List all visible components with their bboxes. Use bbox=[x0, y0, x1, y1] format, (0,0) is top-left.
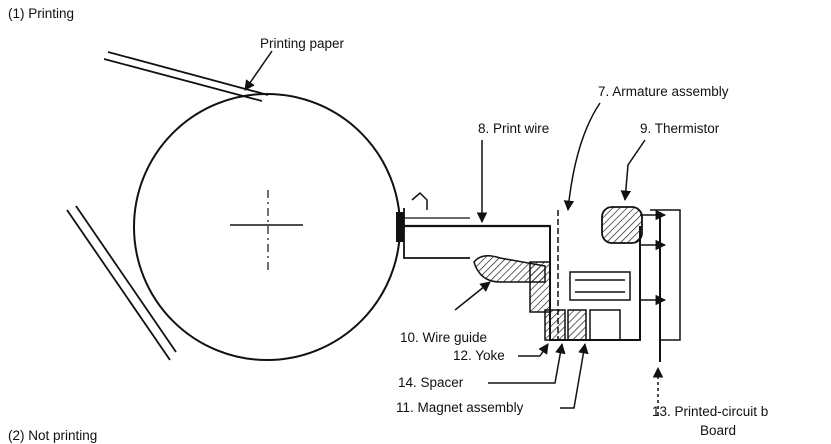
print-wire-label: 8. Print wire bbox=[478, 121, 550, 136]
spacer-leader bbox=[488, 342, 566, 384]
yoke-leader-tip bbox=[538, 343, 549, 357]
board-label: Board bbox=[700, 423, 737, 438]
wire-guide-label: 10. Wire guide bbox=[400, 330, 488, 345]
spacer-block bbox=[529, 261, 551, 313]
printing-paper-top bbox=[107, 51, 269, 96]
wire-guide-leader bbox=[454, 281, 491, 311]
yoke-label: 12. Yoke bbox=[453, 348, 505, 363]
section-printing-label: (1) Printing bbox=[8, 6, 75, 21]
printing-paper-bottom bbox=[66, 209, 171, 361]
printing-paper-bottom-inner bbox=[75, 205, 177, 353]
magnet-block bbox=[567, 309, 587, 341]
armature-assembly-label: 7. Armature assembly bbox=[598, 84, 729, 99]
printing-paper-top-inner bbox=[103, 58, 263, 102]
yoke-block bbox=[544, 309, 566, 341]
printing-paper-label: Printing paper bbox=[260, 36, 345, 51]
thermistor-leader bbox=[620, 139, 646, 202]
nose-ribbon-guide bbox=[411, 191, 428, 210]
coil bbox=[569, 271, 631, 301]
magnet-assembly-label: 11. Magnet assembly bbox=[396, 400, 524, 415]
magnet-leader bbox=[560, 342, 589, 409]
leader-printing-paper bbox=[244, 50, 273, 91]
armature-leader bbox=[563, 102, 601, 212]
platen-roller bbox=[133, 93, 401, 361]
magnet-core bbox=[589, 309, 621, 341]
thermistor-body bbox=[601, 206, 643, 244]
printed-circuit-board-label: 13. Printed-circuit b bbox=[652, 404, 769, 419]
head-cover bbox=[650, 209, 681, 341]
wire-tip bbox=[396, 212, 404, 242]
nose-front bbox=[403, 208, 470, 259]
section-not-printing-label: (2) Not printing bbox=[8, 428, 98, 443]
spacer-label: 14. Spacer bbox=[398, 375, 464, 390]
thermistor-label: 9. Thermistor bbox=[640, 121, 720, 136]
